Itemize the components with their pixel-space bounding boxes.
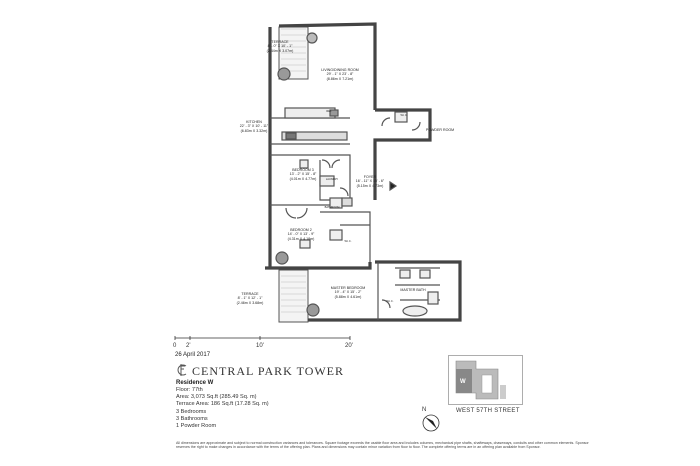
room-dim: 8' - 1" X 12' - 1" [237,296,263,301]
floor-info: Floor: 77th [176,387,203,393]
laundry-label: LAUNDRY [325,178,339,181]
room-dim: 29' - 1" X 23' - 8" [326,72,354,77]
scale-label: 2' [186,343,190,349]
plan-date: 26 April 2017 [175,352,211,358]
unit-letter: W [460,379,466,385]
room-name: POWDER ROOM [425,128,455,132]
brand-name: CENTRAL PARK TOWER [192,364,345,378]
room-name: TERRACE [271,40,289,44]
room-dim: 22' - 3" X 10' - 11" [239,124,269,129]
room-dim: 8' - 0" X 10' - 1" [267,44,293,49]
room-metric: (2.46m X 3.68m) [236,300,264,305]
room-metric: (4.31m X 4.18m) [287,236,315,241]
north-arrow-icon: N [422,407,440,432]
area-info: Area: 3,073 Sq.ft (285.49 Sq. m) [176,394,257,400]
floor-plan: TERRACE 8' - 0" X 10' - 1" (2.44m X 3.07… [236,22,462,323]
scale-label: 20' [345,343,353,349]
room-metric: (2.44m X 3.07m) [266,48,294,53]
room-dim: 19' - 4" X 15' - 2" [334,290,362,295]
room-metric: (6.83m X 3.32m) [240,128,268,133]
disclaimer: All dimensions are approximate and subje… [176,441,589,450]
room-name: KITCHEN [246,120,262,124]
residence-title: Residence W [176,380,214,386]
north-letter: N [422,407,426,413]
wic-label: W.I.C. [344,240,352,243]
bathroom-label: BATHROOM [324,206,340,209]
logo-icon [177,364,187,376]
room-name: LIVING/DINING ROOM [321,68,359,72]
room-name: TERRACE [241,292,259,296]
room-name: BEDROOM 2 [290,228,312,232]
bathrooms-info: 3 Bathrooms [176,416,208,422]
room-metric: (4.01m X 4.77m) [289,176,317,181]
key-plan: W [448,355,523,405]
wic-label: W.I.C. [400,114,408,117]
scale-label: 10' [256,343,264,349]
ref-label: REF [326,110,332,113]
room-name: MASTER BATH [400,288,426,292]
terrace-area-info: Terrace Area: 186 Sq.ft (17.28 Sq. m) [176,401,269,407]
room-dim: 14' - 0" X 13' - 9" [287,232,315,237]
scale-bar: 0 2' 10' 20' [173,336,353,349]
room-dim: 16' - 11" X 15' - 6" [355,179,385,184]
room-name: FOYER [363,175,377,179]
room-dim: 13' - 2" X 15' - 8" [289,172,317,177]
wic-label: W.I.C. [386,300,394,303]
scale-label: 0 [173,343,177,349]
bedrooms-info: 3 Bedrooms [176,409,207,415]
street-name: WEST 57TH STREET [456,408,520,414]
powder-room-info: 1 Powder Room [176,423,217,429]
room-metric: (8.86m X 7.21m) [326,76,354,81]
room-metric: (5.88m X 4.61m) [334,294,362,299]
room-name: MASTER BEDROOM [330,286,366,290]
room-metric: (5.15m X 4.73m) [356,183,384,188]
room-name: BEDROOM 3 [292,168,314,172]
